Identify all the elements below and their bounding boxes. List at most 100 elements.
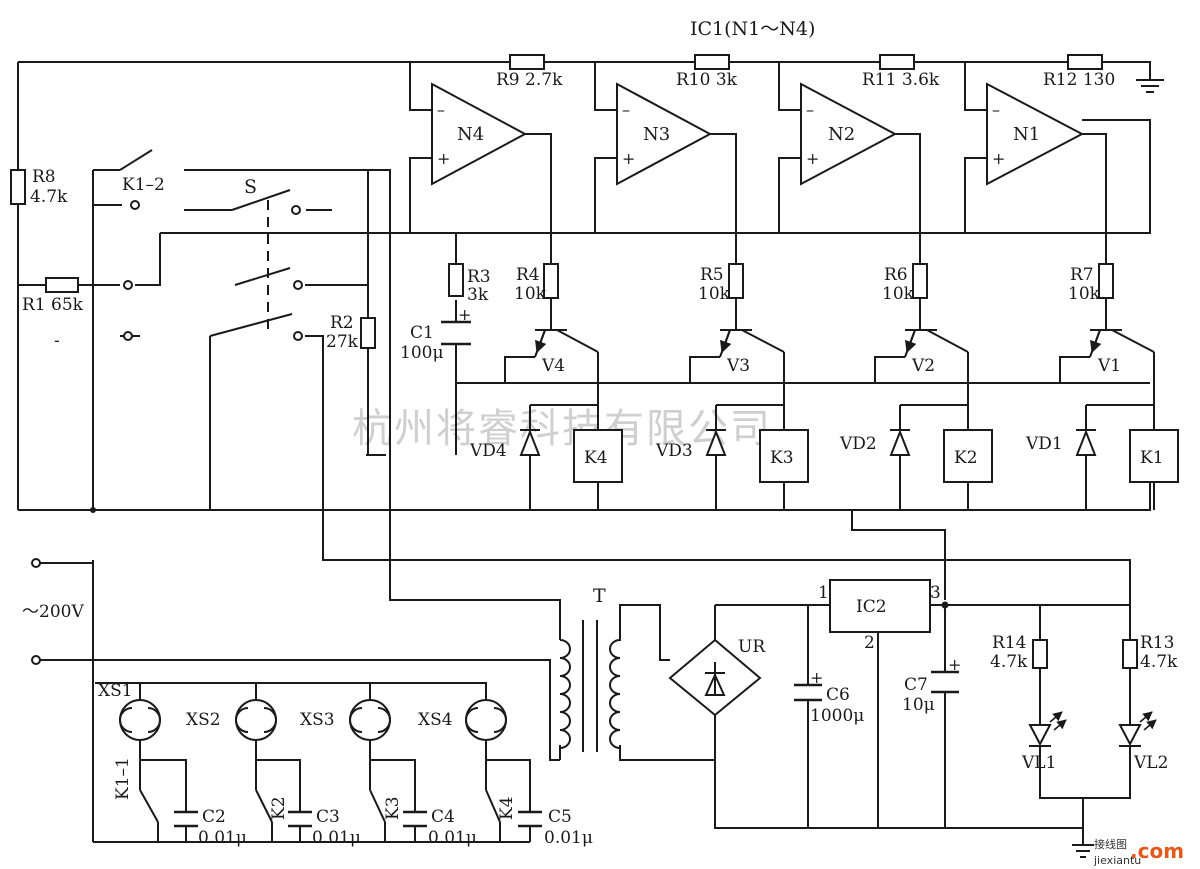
capacitor-c1 [441,320,471,346]
transistor-v3 [719,329,785,358]
label-c2-name: C2 [202,807,226,827]
label-ic2-pin2: 2 [864,633,875,653]
label-r10: R10 3k [676,70,738,90]
label-vl2: VL2 [1133,753,1168,773]
label-c5-value: 0.01μ [544,828,593,848]
transistor-v2 [904,329,969,358]
switch-k1-2 [119,149,153,171]
label-c7-value: 10μ [902,695,935,715]
label-xs2: XS2 [186,710,221,730]
opamp-n3-plus: + [622,149,635,168]
diode-vd1 [1075,429,1097,456]
label-r11: R11 3.6k [862,70,940,90]
label-r14-name: R14 [992,633,1026,653]
socket-xs4 [465,699,507,741]
neg-mark: - [54,331,60,351]
resistor-r6 [912,263,928,299]
c7-plus: + [948,655,961,674]
label-c5-name: C5 [548,807,572,827]
transformer-t [559,620,621,752]
label-xs3: XS3 [300,710,335,730]
label-v4: V4 [541,356,565,376]
switch-s [209,189,293,337]
opamp-n4-plus: + [437,149,450,168]
label-c1-value: 100μ [400,343,444,363]
label-vd1: VD1 [1025,434,1063,454]
label-r3-value: 3k [467,285,489,305]
label-c3-value: 0.01μ [312,828,361,848]
relay-k1 [1129,429,1179,483]
opamp-n2 [800,82,898,186]
label-xs1: XS1 [98,681,133,701]
relay-k3 [759,429,809,483]
supply-terminal-2 [31,655,41,665]
contact-k2 [255,789,273,823]
label-contact-k2: K2 [269,796,289,820]
diode-vd3 [705,429,727,456]
ground-symbol [1072,844,1094,858]
capacitor-c2 [174,810,198,828]
capacitor-c3 [288,810,312,828]
transistor-v1 [1089,329,1155,358]
c6-plus: + [810,668,823,687]
capacitor-c4 [403,810,427,828]
supply-terminal-1 [31,558,41,568]
label-r5-name: R5 [700,265,724,285]
contact-k3 [369,789,386,823]
opamp-label-n3: N3 [643,124,670,145]
regulator-ic2 [829,579,931,633]
label-r8-value: 4.7k [30,187,68,207]
label-supply: ～200V [22,602,84,622]
label-contact-k3: K3 [383,796,403,820]
relay-k4 [573,429,623,483]
label-c2-value: 0.01μ [198,828,247,848]
label-r1: R1 65k [22,295,84,315]
label-c6-name: C6 [826,685,850,705]
label-c1-name: C1 [410,323,434,343]
capacitor-c7 [931,670,959,694]
resistor-r7 [1098,263,1114,299]
label-r4-name: R4 [516,265,540,285]
label-r13-value: 4.7k [1140,652,1178,672]
label-c3-name: C3 [316,807,340,827]
label-switch-s: S [244,176,257,198]
site-logo-com: .com [1130,839,1184,863]
label-r14-value: 4.7k [990,652,1028,672]
opamp-n3-minus: – [622,100,630,119]
label-vd4: VD4 [469,441,507,461]
opamp-n1 [986,82,1085,186]
resistor-r10 [694,54,730,70]
opamp-n2-plus: + [806,149,819,168]
title: IC1(N1～N4) [690,18,815,40]
label-ic2: IC2 [856,597,887,617]
label-r12: R12 130 [1043,70,1115,90]
label-k1-2: K1–2 [122,175,165,195]
resistor-r1 [45,277,79,293]
label-k1: K1 [1140,448,1164,468]
resistor-r5 [728,263,744,299]
resistor-r3 [448,263,464,297]
label-v2: V2 [911,356,935,376]
label-r8-name: R8 [32,167,56,187]
label-ic2-pin3: 3 [930,583,941,603]
site-logo: 接线图 .com jiexiantu [1093,837,1184,867]
label-v1: V1 [1097,356,1121,376]
relay-k2 [943,429,993,483]
opamp-n1-plus: + [992,149,1005,168]
label-r9: R9 2.7k [496,70,563,90]
resistor-r11 [879,54,915,70]
label-c7-name: C7 [904,675,928,695]
label-r13-name: R13 [1140,633,1174,653]
capacitor-c5 [518,810,542,828]
socket-xs2 [235,699,277,741]
watermark: 杭州将睿科技有限公司 [352,406,772,452]
opamp-label-n2: N2 [828,124,855,145]
opamp-label-n1: N1 [1013,124,1040,145]
label-contact-k4: K4 [497,796,517,820]
led-light-arrows [1049,711,1157,731]
resistor-r12 [1067,54,1103,70]
label-r3-name: R3 [467,267,491,287]
label-transformer: T [593,585,606,607]
label-bridge: UR [738,637,766,657]
